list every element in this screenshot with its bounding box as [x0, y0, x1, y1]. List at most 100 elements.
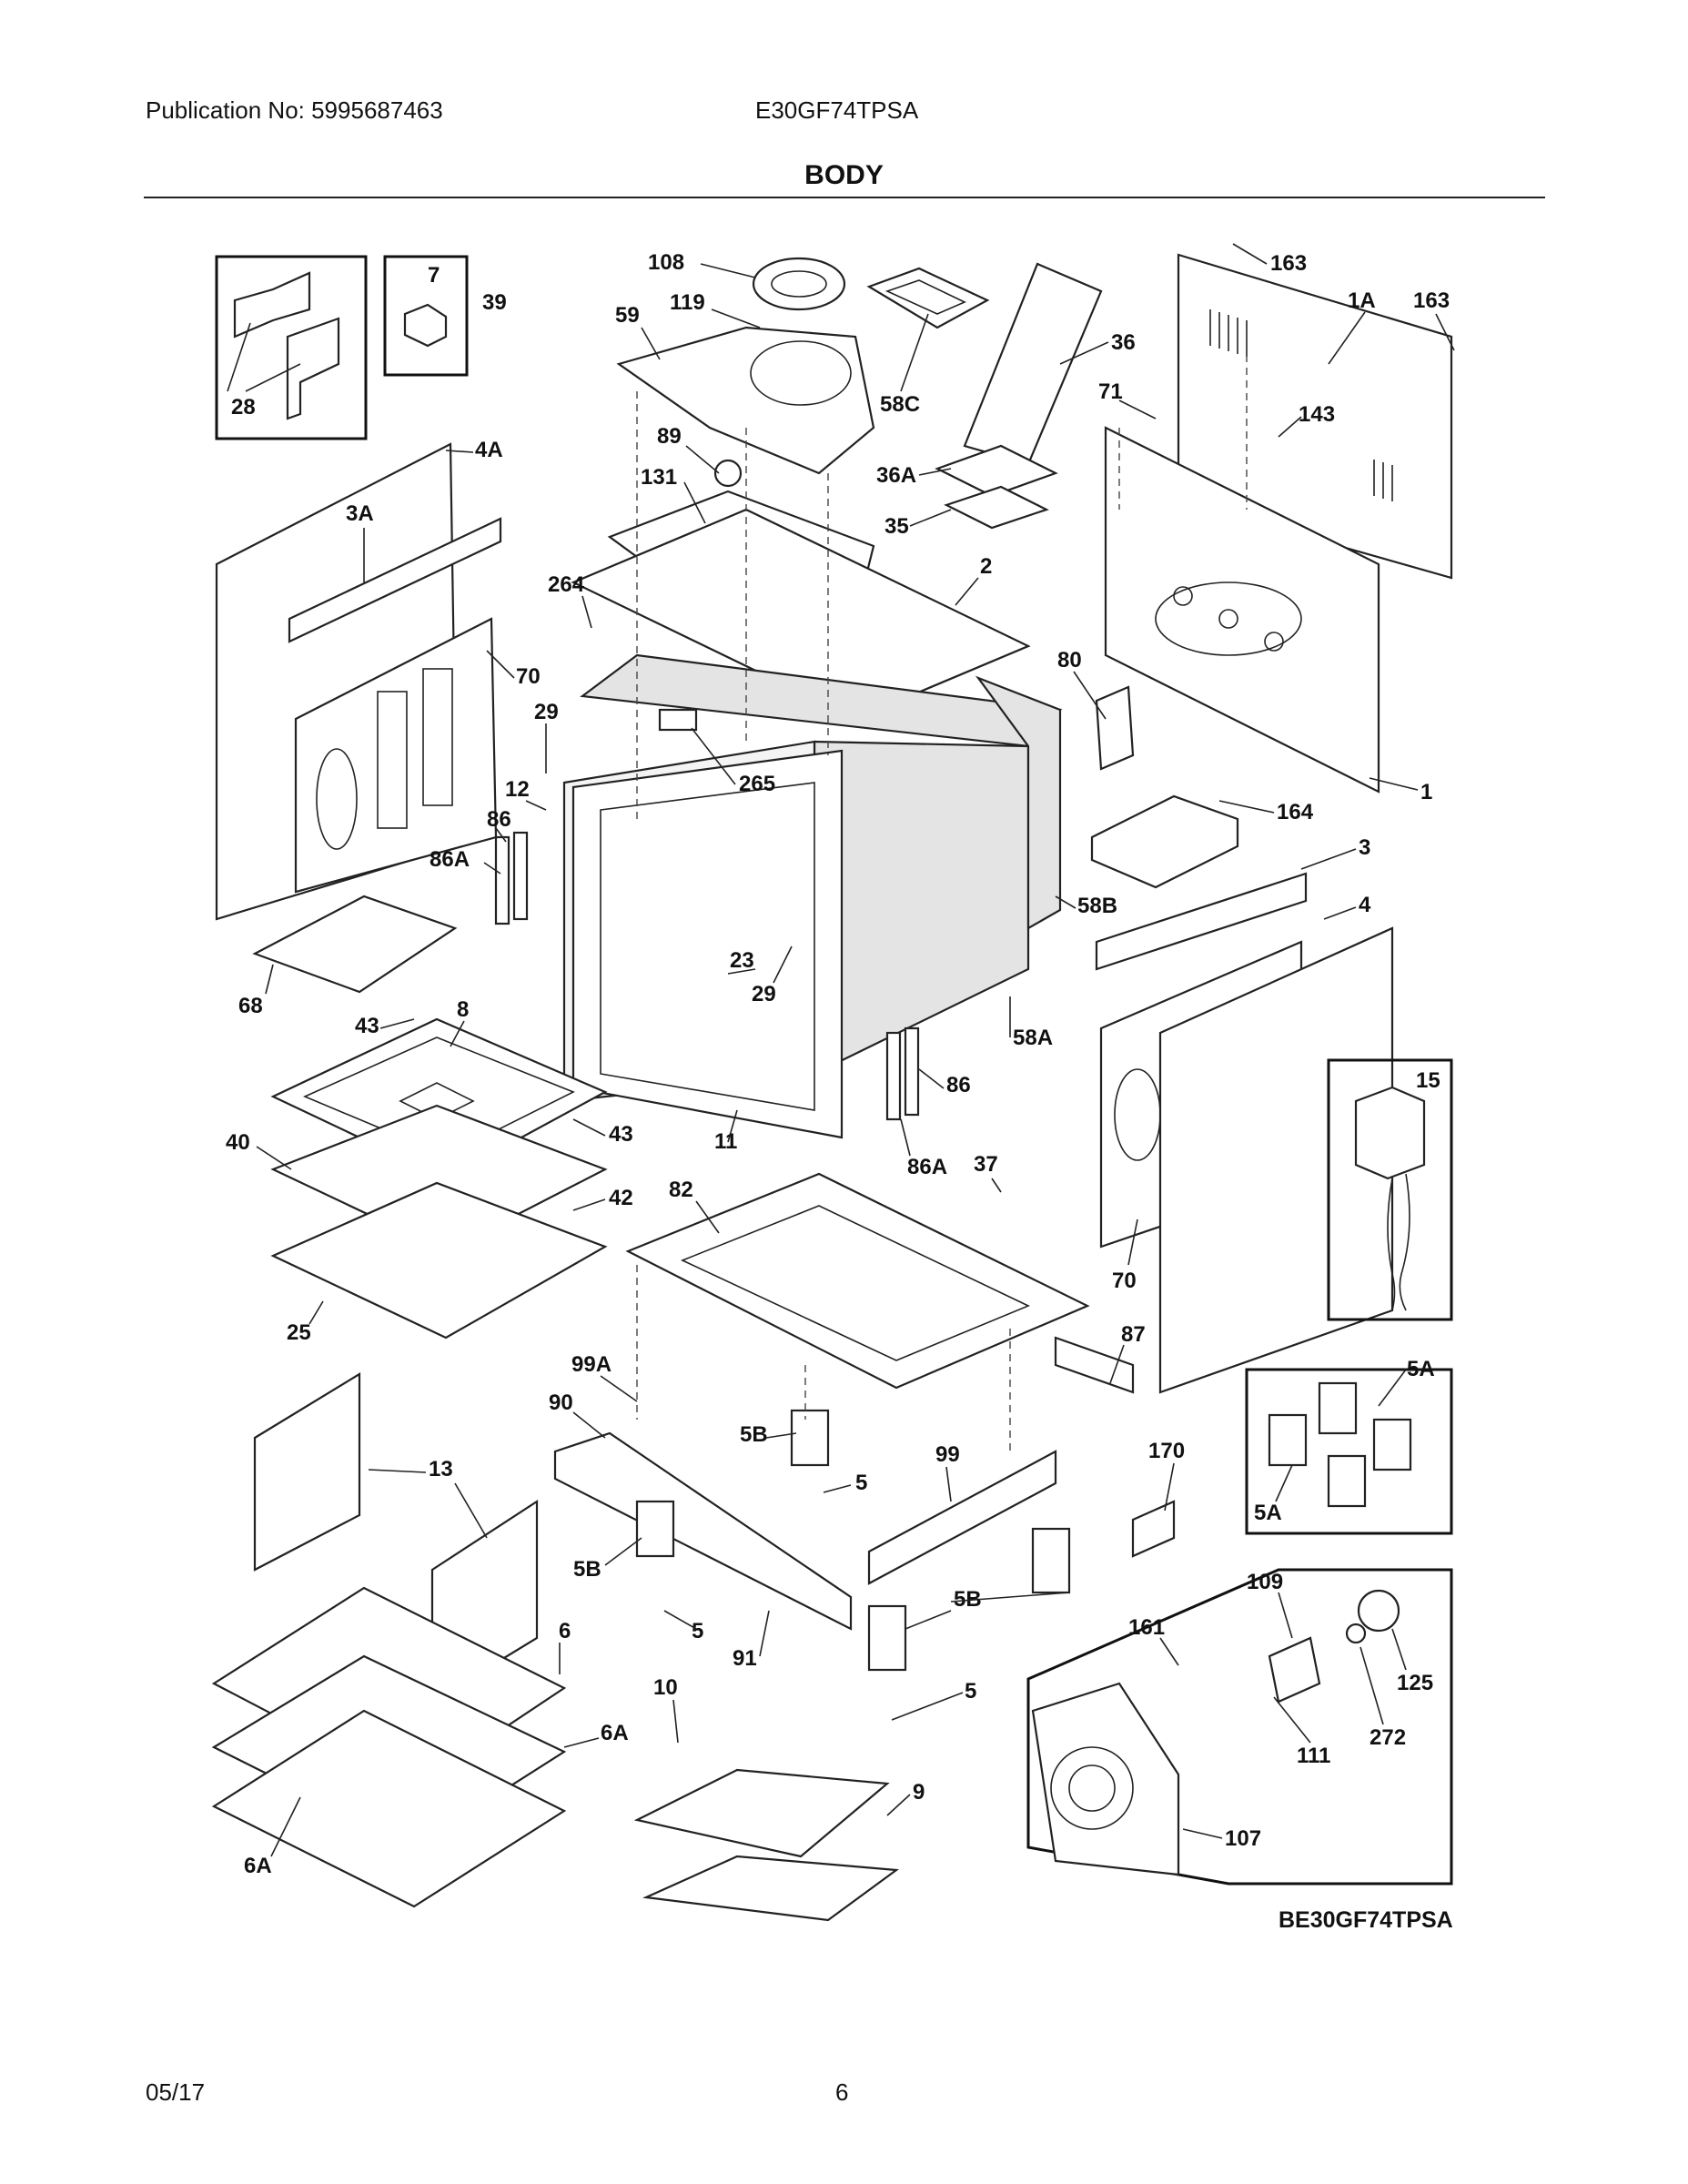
- callout-86A-left: 86A: [430, 847, 470, 872]
- side-panel-right: [1095, 872, 1394, 1394]
- publication-number: Publication No: 5995687463: [146, 96, 443, 124]
- footer-date: 05/17: [146, 2078, 206, 2106]
- panel-68: [252, 895, 458, 994]
- thermostat-89: [713, 459, 743, 488]
- oven-cavity: [562, 653, 1063, 1139]
- callout-5B-a: 5B: [740, 1422, 768, 1447]
- callout-42: 42: [609, 1186, 633, 1210]
- callout-23: 23: [730, 948, 754, 973]
- frame-99: [867, 1450, 1057, 1585]
- callout-4: 4: [1359, 893, 1371, 917]
- inset-box-28: [215, 255, 368, 440]
- callout-8: 8: [457, 997, 469, 1022]
- callout-161: 161: [1128, 1615, 1165, 1640]
- frame-90-91: [553, 1431, 853, 1631]
- callout-125: 125: [1397, 1671, 1433, 1695]
- rail-87: [1054, 1336, 1135, 1394]
- callout-272: 272: [1370, 1725, 1406, 1750]
- callout-91: 91: [733, 1646, 757, 1671]
- callout-28: 28: [231, 395, 256, 420]
- callout-131: 131: [641, 465, 677, 490]
- callout-35: 35: [884, 514, 909, 539]
- callout-82: 82: [669, 1178, 693, 1202]
- inset-box-5A: [1245, 1368, 1453, 1535]
- callout-11: 11: [714, 1129, 737, 1154]
- callout-5B-b: 5B: [573, 1557, 601, 1582]
- callout-59: 59: [615, 303, 640, 328]
- callout-2: 2: [980, 554, 992, 579]
- callout-107: 107: [1225, 1826, 1261, 1851]
- callout-5A-top: 5A: [1407, 1357, 1435, 1381]
- callout-3A: 3A: [346, 501, 374, 526]
- callout-13: 13: [429, 1457, 453, 1481]
- shield-164: [1090, 794, 1239, 889]
- convection-fan-assembly: [1026, 1568, 1453, 1886]
- callout-6: 6: [559, 1619, 571, 1643]
- frame-40-42: [270, 1104, 608, 1340]
- callout-9: 9: [913, 1780, 925, 1805]
- callout-108: 108: [648, 250, 684, 275]
- callout-5A-bottom: 5A: [1254, 1501, 1282, 1525]
- leg-brackets-5B: [635, 1409, 1071, 1672]
- callout-12: 12: [505, 777, 530, 802]
- callout-68: 68: [238, 994, 263, 1018]
- callout-29-top: 29: [534, 700, 559, 724]
- page-title: BODY: [804, 160, 884, 190]
- callout-40: 40: [226, 1130, 250, 1155]
- oven-base-82: [625, 1172, 1090, 1390]
- convection-fan-top-108: [752, 257, 846, 311]
- broiler-pan-9-10: [633, 1768, 900, 1922]
- callout-10: 10: [653, 1675, 678, 1700]
- racks-6-6A: [211, 1586, 567, 1908]
- callout-71: 71: [1098, 379, 1123, 404]
- callout-86A-right: 86A: [907, 1155, 947, 1179]
- callout-58C: 58C: [880, 392, 920, 417]
- callout-89: 89: [657, 424, 682, 449]
- top-duct-59: [616, 326, 875, 475]
- callout-39: 39: [482, 290, 507, 315]
- rear-panel-71: [1104, 426, 1380, 794]
- callout-25: 25: [287, 1320, 311, 1345]
- bracket-80: [1095, 685, 1135, 771]
- callout-87: 87: [1121, 1322, 1146, 1347]
- callout-6A-left: 6A: [244, 1854, 272, 1878]
- callout-170: 170: [1148, 1439, 1185, 1463]
- callout-99: 99: [935, 1442, 960, 1467]
- callout-5-a: 5: [855, 1471, 867, 1495]
- callout-265: 265: [739, 772, 775, 796]
- callout-15: 15: [1416, 1068, 1440, 1093]
- callout-6A-right: 6A: [601, 1721, 629, 1745]
- panel-58B: [975, 675, 1062, 930]
- vent-chute-36: [935, 262, 1103, 530]
- inset-box-15: [1327, 1058, 1453, 1321]
- callout-90: 90: [549, 1390, 573, 1415]
- callout-86-right: 86: [946, 1073, 971, 1097]
- callout-1: 1: [1420, 780, 1432, 804]
- callout-36: 36: [1111, 330, 1136, 355]
- bracket-170: [1131, 1500, 1176, 1558]
- callout-7: 7: [428, 263, 440, 288]
- callout-86-left: 86: [487, 807, 511, 832]
- callout-37: 37: [974, 1152, 998, 1177]
- model-number: E30GF74TPSA: [755, 96, 919, 124]
- callout-70-right: 70: [1112, 1269, 1137, 1293]
- side-rails-86: [494, 831, 920, 1121]
- callout-36A: 36A: [876, 463, 916, 488]
- callout-109: 109: [1247, 1570, 1283, 1594]
- callout-5-b: 5: [692, 1619, 703, 1643]
- callout-3: 3: [1359, 835, 1370, 860]
- callout-111: 111: [1297, 1744, 1330, 1768]
- callout-58B: 58B: [1077, 894, 1117, 918]
- callout-119: 119: [670, 290, 705, 315]
- callout-143: 143: [1299, 402, 1335, 427]
- callout-99A: 99A: [571, 1352, 612, 1377]
- leader-lines: [227, 243, 1455, 1857]
- callout-163-top: 163: [1270, 251, 1307, 276]
- callout-43-top: 43: [355, 1014, 379, 1038]
- broil-burner-265: [658, 708, 698, 732]
- callout-5-c: 5: [965, 1679, 976, 1704]
- callout-163-right: 163: [1413, 288, 1450, 313]
- page-number: 6: [835, 2078, 849, 2106]
- callout-4A: 4A: [475, 438, 503, 462]
